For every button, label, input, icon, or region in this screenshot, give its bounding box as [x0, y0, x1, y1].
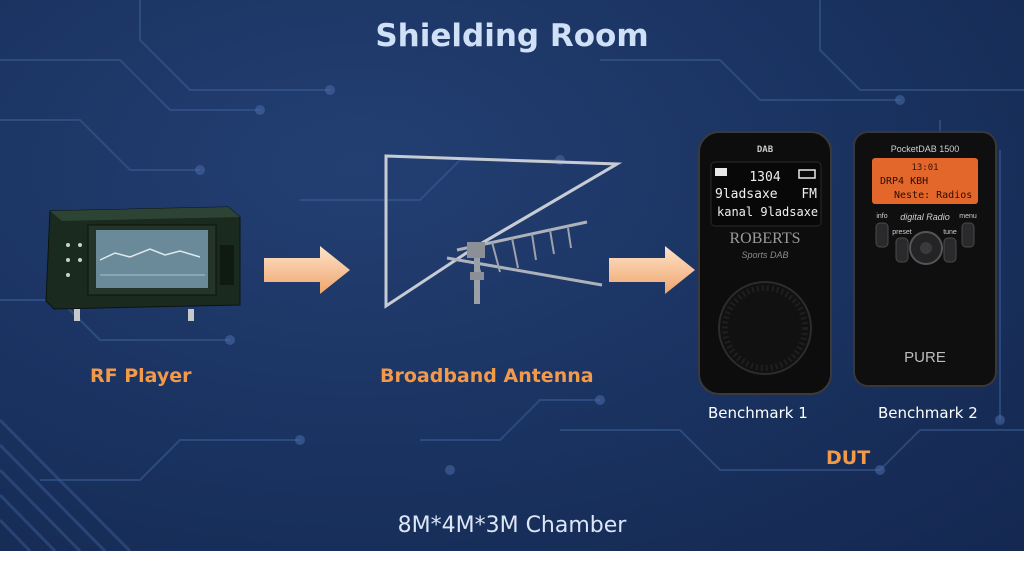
model-label: Sports DAB	[741, 250, 788, 260]
digital-radio-logo: digital Radio	[900, 212, 950, 222]
benchmark-1-label: Benchmark 1	[708, 404, 808, 422]
screen-line-1: DRP4 KBH	[880, 176, 928, 187]
benchmark-1-radio: DAB 1304 9ladsaxe FM kanal 9ladsaxe ROBE…	[698, 131, 832, 395]
benchmark-2-radio: PocketDAB 1500 13:01 DRP4 KBH Neste: Rad…	[853, 131, 997, 387]
chamber-size-label: 8M*4M*3M Chamber	[397, 513, 627, 538]
menu-button-label: menu	[959, 213, 977, 220]
screen	[872, 158, 978, 204]
arrow-right-icon	[609, 246, 695, 294]
info-button	[875, 222, 889, 248]
antenna-label: Broadband Antenna	[380, 365, 594, 387]
screen-line-2: Neste: Radios	[894, 190, 972, 201]
preset-button	[895, 237, 909, 263]
preset-button-label: preset	[892, 229, 912, 236]
tune-button	[943, 237, 957, 263]
speaker-grille	[718, 281, 812, 375]
screen-time: 1304	[749, 170, 780, 185]
dut-label: DUT	[826, 447, 871, 469]
screen-line-2: kanal 9ladsaxe	[717, 205, 818, 219]
signal-icon	[715, 168, 727, 176]
dab-logo: DAB	[757, 145, 774, 155]
screen-band: FM	[801, 187, 817, 202]
screen-line-1: 9ladsaxe	[715, 187, 778, 202]
page-title: Shielding Room	[375, 18, 649, 54]
tune-button-label: tune	[943, 229, 957, 236]
brand-label: ROBERTS	[729, 230, 800, 247]
battery-icon	[798, 169, 816, 179]
rf-player-device	[45, 206, 241, 321]
rf-player-label: RF Player	[90, 365, 192, 387]
arrow-right-icon	[264, 246, 350, 294]
model-label: PocketDAB 1500	[891, 144, 960, 154]
menu-button	[961, 222, 975, 248]
screen-time: 13:01	[911, 163, 938, 173]
info-button-label: info	[876, 213, 887, 220]
brand-label: PURE	[904, 349, 946, 366]
broadband-antenna-device	[384, 154, 623, 309]
benchmark-2-label: Benchmark 2	[878, 404, 978, 422]
